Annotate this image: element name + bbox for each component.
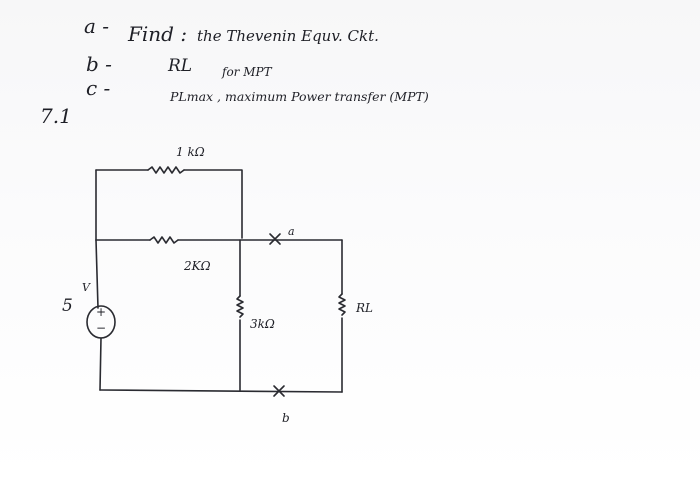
r-top-label: 1 kΩ	[176, 145, 205, 159]
r-shunt-label: 3kΩ	[250, 317, 275, 331]
resistor-3k	[236, 295, 244, 318]
source-minus: −	[96, 321, 107, 335]
terminal-b-label: b	[282, 411, 290, 425]
terminal-b-cross	[273, 385, 285, 397]
find-heading: Find :	[128, 22, 188, 46]
source-unit: V	[82, 281, 90, 294]
source-value: 5	[62, 296, 73, 316]
resistor-1k	[147, 166, 185, 174]
terminal-a-cross	[269, 233, 281, 245]
wire-bottom	[99, 389, 343, 393]
wire-source-bottom	[99, 337, 102, 391]
item-c-text: PLmax , maximum Power transfer (MPT)	[170, 89, 429, 104]
r-mid-label: 2KΩ	[184, 259, 211, 273]
source-plus: +	[96, 305, 107, 319]
item-a-marker: a -	[84, 14, 110, 38]
item-b-marker: b -	[86, 52, 112, 76]
terminal-a-label: a	[288, 225, 295, 238]
resistor-2k	[149, 236, 179, 244]
wire-left-lower	[95, 239, 99, 309]
item-b-text: RL	[168, 56, 193, 76]
resistor-rl	[338, 293, 346, 316]
r-load-label: RL	[356, 301, 374, 315]
item-c-marker: c -	[86, 76, 111, 100]
problem-number: 7.1	[40, 104, 72, 128]
wire-top-right	[183, 169, 243, 239]
item-b-suffix: for MPT	[222, 65, 272, 79]
item-a-text: the Thevenin Equv. Ckt.	[197, 27, 379, 45]
